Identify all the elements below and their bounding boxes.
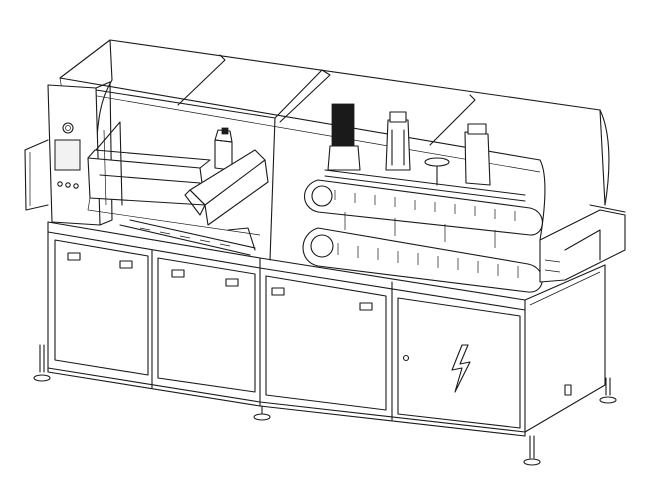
door-handle	[171, 269, 185, 278]
lower-chain-belt	[302, 227, 543, 293]
right-extension	[539, 204, 626, 283]
door-handle	[119, 260, 133, 269]
foot-pad	[599, 396, 617, 404]
motor-units	[327, 103, 491, 186]
motor-left	[331, 103, 355, 147]
actuator-middle	[385, 119, 411, 171]
foot-pad	[523, 458, 541, 466]
foot-pad	[253, 413, 271, 421]
lifting-screw	[424, 157, 450, 167]
actuator-right	[464, 131, 491, 186]
side-vent	[564, 384, 572, 396]
left-work-area	[87, 121, 269, 256]
emergency-stop-button	[62, 122, 74, 134]
door-handle	[225, 278, 239, 287]
cabinet-door-2	[157, 257, 256, 393]
indicator-light	[73, 183, 79, 189]
cabinet-door-1	[54, 239, 149, 376]
door-lock	[402, 354, 410, 362]
cabinet-door-4	[397, 297, 521, 429]
conveyor-section	[302, 169, 543, 293]
indicator-light	[57, 181, 63, 187]
control-screen	[54, 139, 81, 171]
door-handle	[359, 302, 373, 311]
control-tower	[24, 81, 113, 226]
leveling-feet	[33, 344, 617, 466]
foot-pad	[33, 374, 51, 382]
lower-cabinet	[47, 221, 606, 437]
door-handle	[67, 252, 81, 261]
upper-chain-belt	[303, 179, 543, 236]
indicator-light	[65, 182, 71, 188]
door-handle	[271, 287, 285, 296]
cabinet-door-3	[265, 275, 387, 411]
lightning-bolt-icon	[451, 344, 471, 393]
